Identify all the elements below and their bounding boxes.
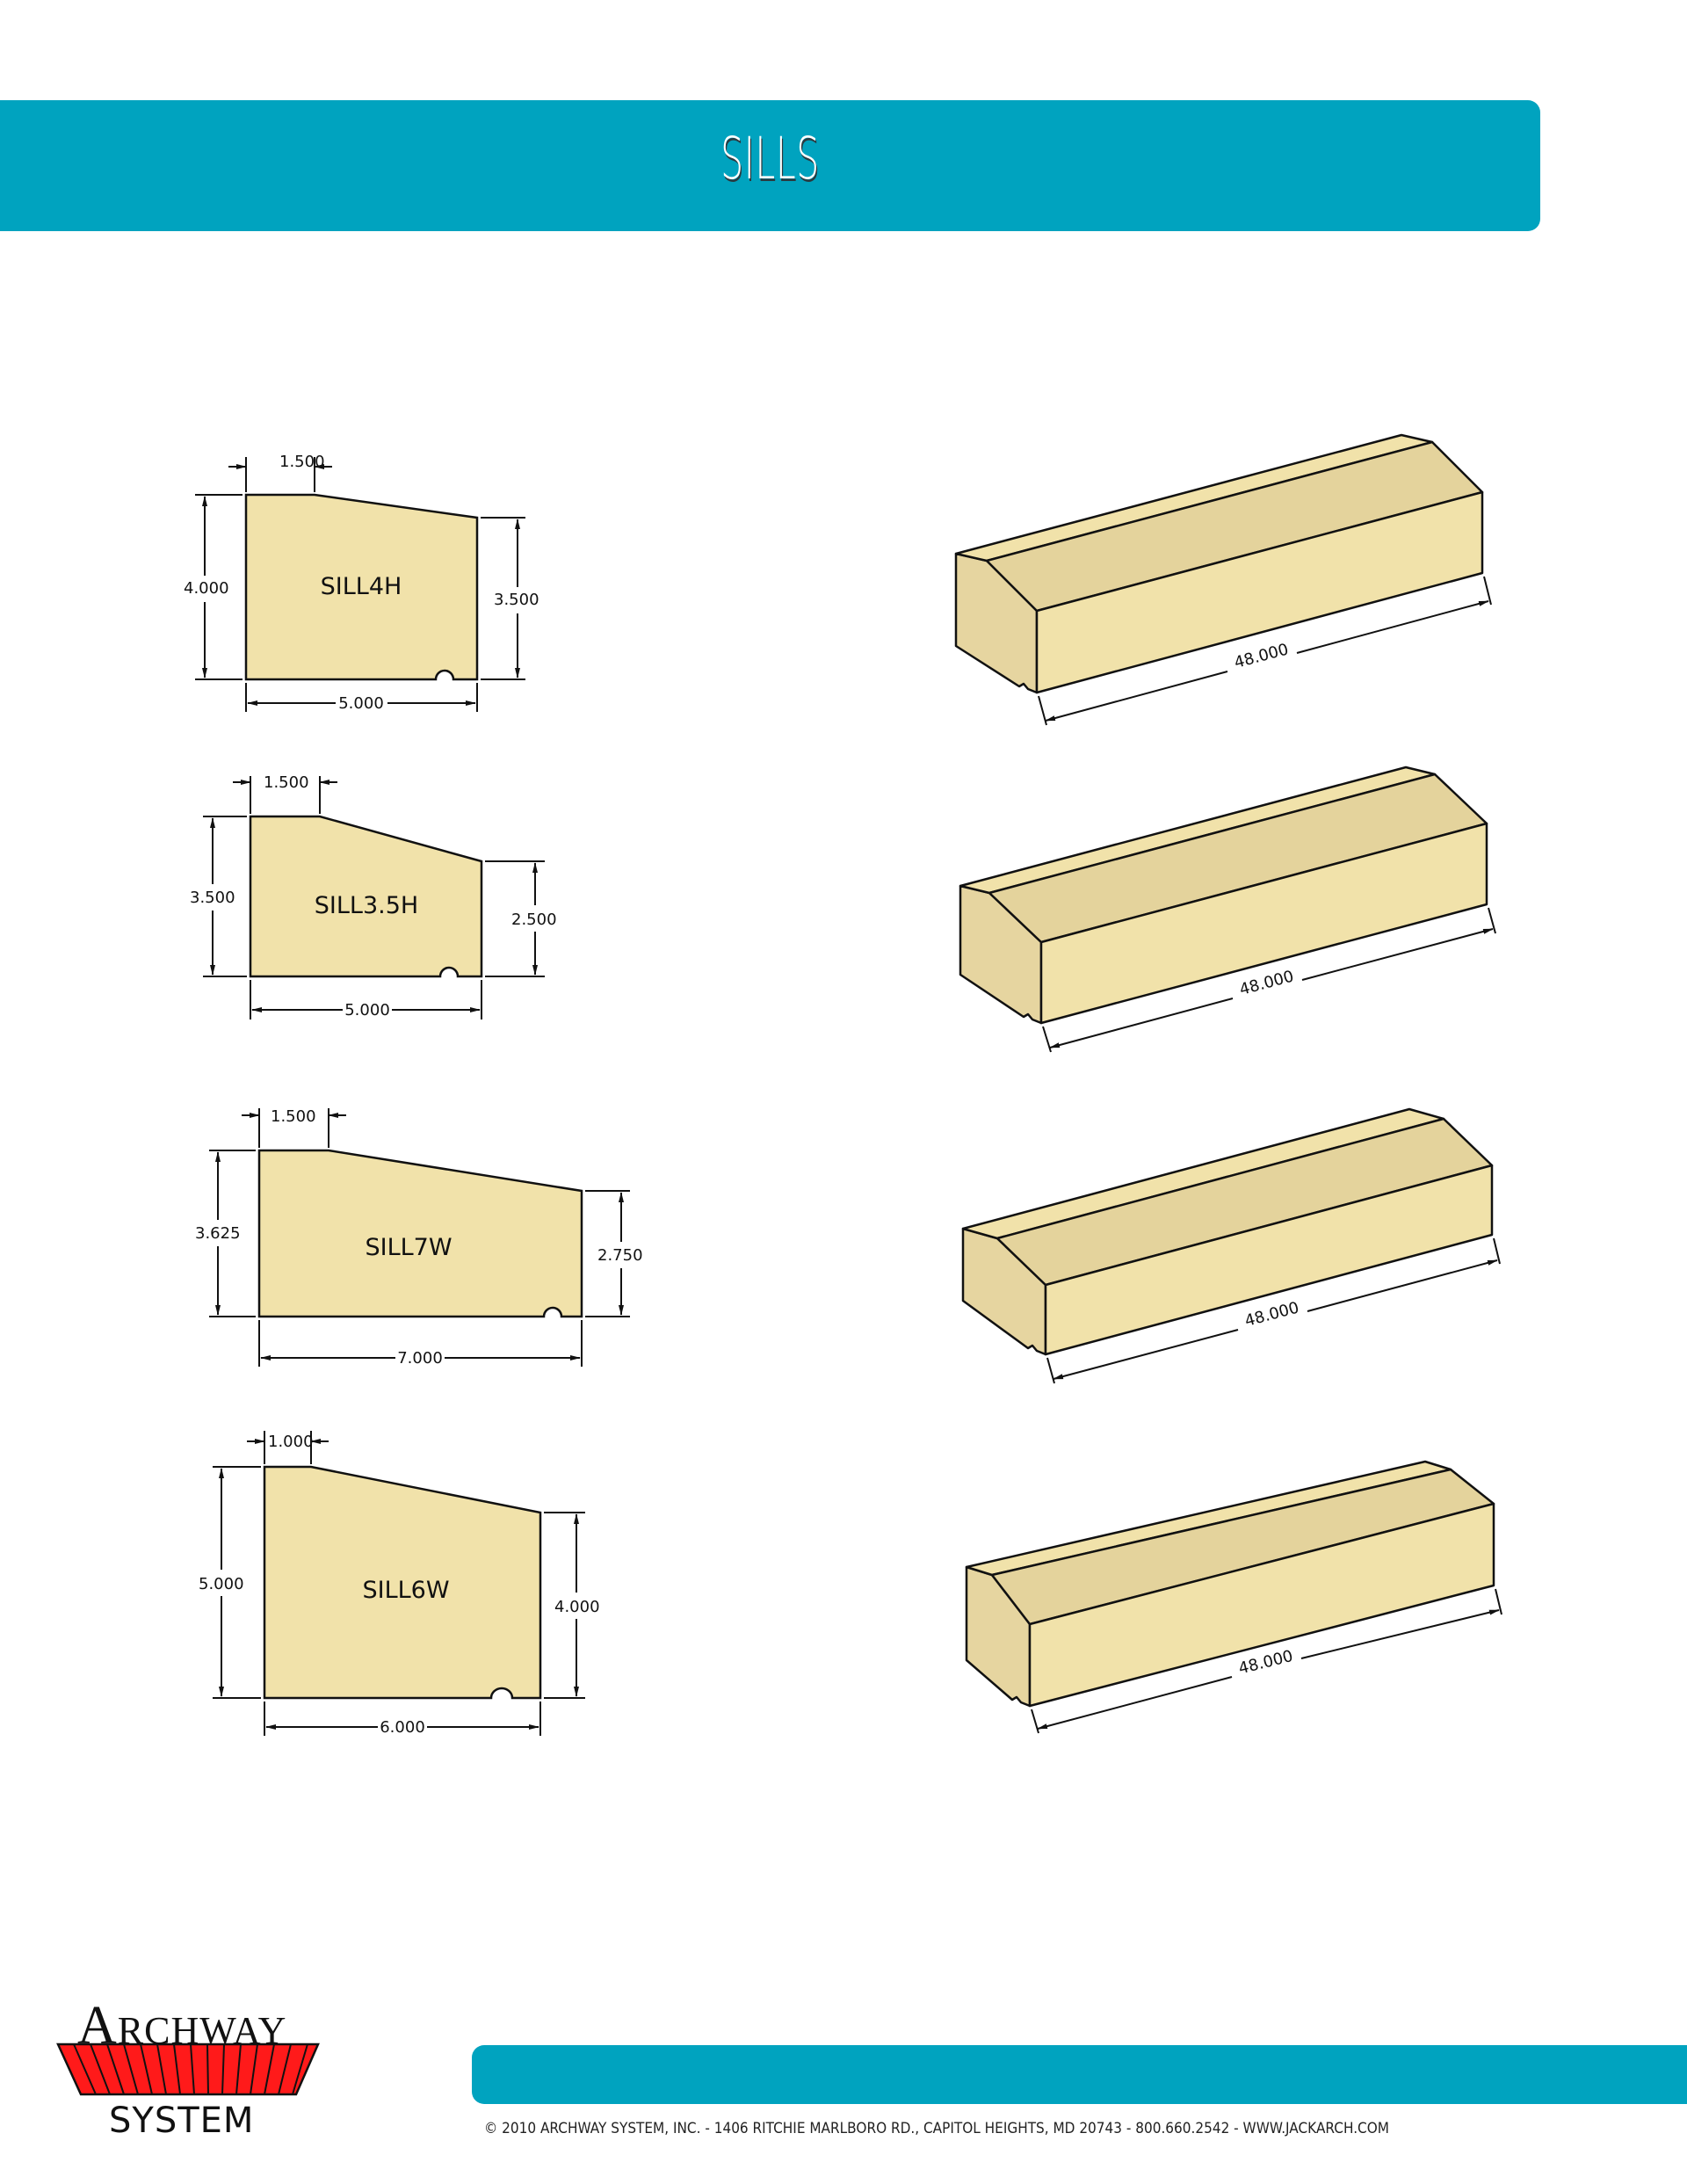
- block-3d-sill3-5h: [959, 765, 1488, 1025]
- dim-left-height: 5.000: [199, 1575, 244, 1593]
- block-3d-sill7w: [961, 1107, 1494, 1356]
- header-band: SILLS: [0, 100, 1540, 231]
- block-3d-sill4h: [954, 433, 1484, 694]
- page-title: SILLS: [720, 125, 820, 192]
- dim-left-height: 3.625: [195, 1224, 241, 1243]
- profile-label: SILL3.5H: [315, 892, 418, 919]
- dim-width: 5.000: [344, 1001, 390, 1019]
- block-length-label: 48.000: [1237, 967, 1295, 999]
- block-3-length-dim: [1046, 1237, 1501, 1384]
- block-4-length-dim: [1031, 1588, 1502, 1734]
- block-1-length-dim: [1038, 576, 1492, 726]
- logo-arch-band-icon: [56, 2043, 320, 2096]
- logo-text-archway: ARCHWAY: [77, 1996, 287, 2056]
- block-2-length-dim: [1042, 907, 1496, 1053]
- archway-system-logo: ARCHWAY SYSTEM: [53, 1995, 334, 2144]
- dim-width: 5.000: [338, 694, 384, 713]
- profile-label: SILL4H: [321, 573, 402, 600]
- dim-right-height: 2.500: [511, 911, 557, 929]
- dim-top-width: 1.000: [268, 1433, 314, 1451]
- dim-left-height: 4.000: [184, 579, 229, 598]
- footer-band: [472, 2045, 1687, 2104]
- profile-label: SILL6W: [362, 1577, 449, 1604]
- logo-text-system: SYSTEM: [109, 2101, 255, 2141]
- profile-sill4h: [195, 457, 525, 712]
- block-length-label: 48.000: [1242, 1298, 1300, 1331]
- block-3d-sill6w: [965, 1460, 1495, 1708]
- dim-right-height: 2.750: [597, 1246, 643, 1265]
- dim-top-width: 1.500: [271, 1107, 316, 1126]
- profile-label: SILL7W: [365, 1234, 452, 1261]
- block-length-label: 48.000: [1232, 640, 1290, 672]
- dim-top-width: 1.500: [264, 773, 309, 792]
- dim-right-height: 4.000: [554, 1598, 600, 1616]
- dim-right-height: 3.500: [494, 591, 539, 609]
- block-length-label: 48.000: [1237, 1647, 1295, 1679]
- footer-contact-text: © 2010 ARCHWAY SYSTEM, INC. - 1406 RITCH…: [484, 2120, 1389, 2137]
- dim-top-width: 1.500: [279, 453, 325, 471]
- dim-left-height: 3.500: [190, 889, 235, 907]
- dim-width: 7.000: [397, 1349, 443, 1368]
- dim-width: 6.000: [380, 1718, 425, 1737]
